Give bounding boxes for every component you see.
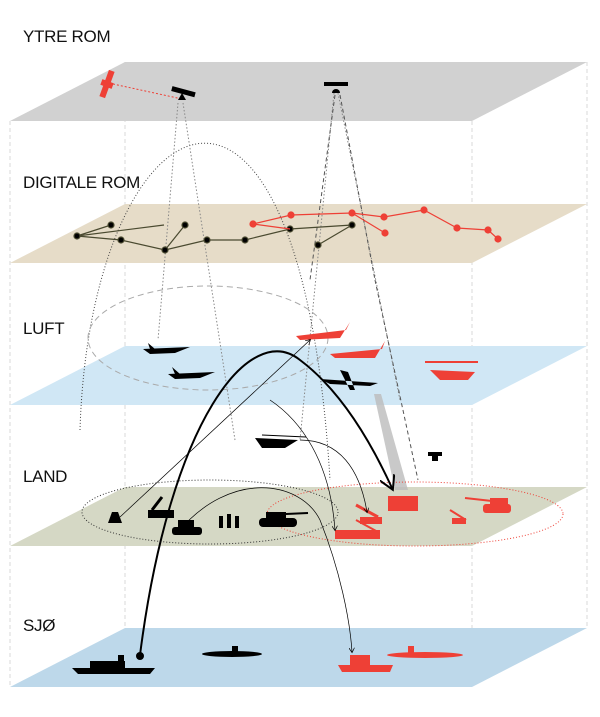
soldiers-icon	[219, 514, 239, 528]
layer-label-digitale-rom: DIGITALE ROM	[23, 173, 140, 192]
layer-label-sjo: SJØ	[23, 616, 56, 635]
sensor-beam	[374, 394, 408, 490]
command-vehicle-hostile-icon	[388, 496, 418, 511]
network-friendly	[73, 221, 356, 254]
friendly-zone	[81, 479, 339, 545]
plane-luft	[10, 346, 587, 405]
fighter-jet-icon	[168, 367, 215, 379]
plane-ytre-rom	[10, 62, 587, 121]
plane-digitale-rom	[10, 204, 587, 263]
layer-label-luft: LUFT	[23, 319, 65, 338]
layer-label-ytre-rom: YTRE ROM	[23, 27, 111, 46]
plane-land	[10, 487, 587, 546]
network-hostile	[249, 206, 502, 243]
missile-launcher-icon	[148, 496, 174, 518]
radar-icon	[108, 512, 122, 523]
helicopter-icon	[255, 434, 307, 448]
engagement-arrows	[119, 340, 392, 660]
satellite-icon	[324, 82, 348, 93]
frigate-icon	[72, 655, 155, 674]
helicopter-hostile-icon	[425, 361, 478, 380]
satellite-hostile-icon	[99, 69, 115, 99]
submarine-icon	[202, 646, 262, 657]
layer-label-land: LAND	[23, 467, 68, 486]
fighter-jet-icon	[143, 343, 190, 354]
satellite-icon	[171, 86, 196, 100]
drone-icon	[428, 452, 442, 461]
fighter-jet-hostile-icon	[296, 322, 350, 340]
tank-icon	[259, 512, 309, 527]
tank-hostile-icon	[464, 497, 511, 513]
orbit-arc	[79, 142, 331, 481]
plane-sjo	[10, 628, 587, 687]
warship-hostile-icon	[338, 655, 393, 672]
fighter-jet-hostile-icon	[330, 341, 385, 358]
submarine-hostile-icon	[387, 646, 463, 658]
howitzer-hostile-icon	[449, 509, 467, 524]
artillery-hostile-icon	[335, 519, 380, 539]
satellite-downlinks-dashed	[309, 94, 419, 481]
awacs-aircraft-icon	[320, 370, 378, 390]
